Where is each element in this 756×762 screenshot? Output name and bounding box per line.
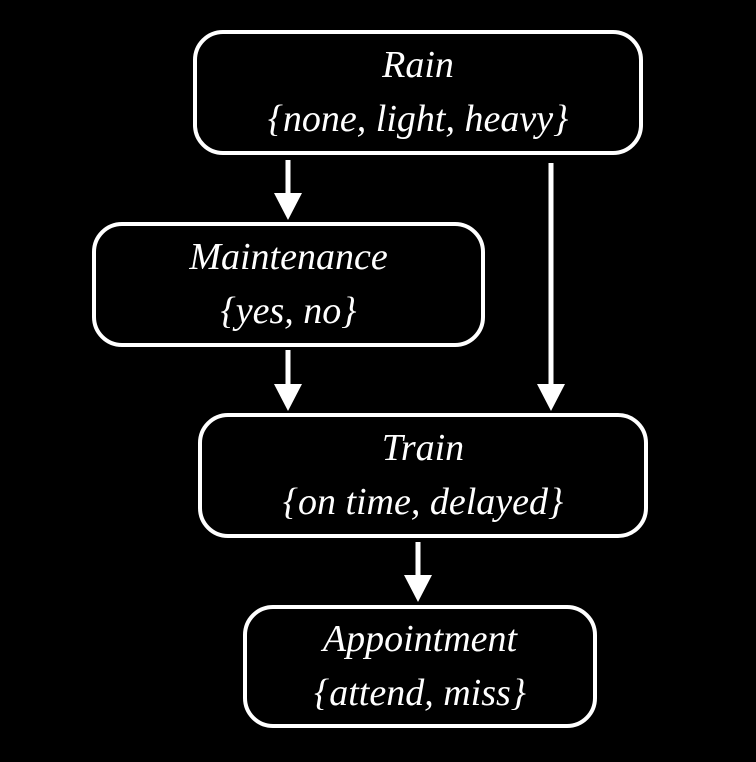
node-rain: Rain {none, light, heavy}: [193, 30, 643, 155]
arrowhead-icon: [537, 384, 565, 411]
node-label: Rain: [382, 43, 454, 86]
node-domain: {none, light, heavy}: [267, 97, 569, 140]
node-label: Train: [381, 426, 465, 469]
node-appointment: Appointment {attend, miss}: [243, 605, 597, 728]
node-maintenance: Maintenance {yes, no}: [92, 222, 485, 347]
node-label: Appointment: [322, 617, 518, 660]
arrowhead-icon: [404, 575, 432, 602]
node-domain: {attend, miss}: [314, 671, 526, 714]
arrowhead-icon: [274, 193, 302, 220]
node-domain: {on time, delayed}: [282, 480, 564, 523]
edge-maintenance-to-train: [274, 350, 302, 411]
arrowhead-icon: [274, 384, 302, 411]
edge-rain-to-maintenance: [274, 160, 302, 220]
edge-rain-to-train: [537, 163, 565, 411]
node-train: Train {on time, delayed}: [198, 413, 648, 538]
node-label: Maintenance: [189, 235, 388, 278]
edge-train-to-appointment: [404, 542, 432, 602]
node-domain: {yes, no}: [220, 289, 357, 332]
